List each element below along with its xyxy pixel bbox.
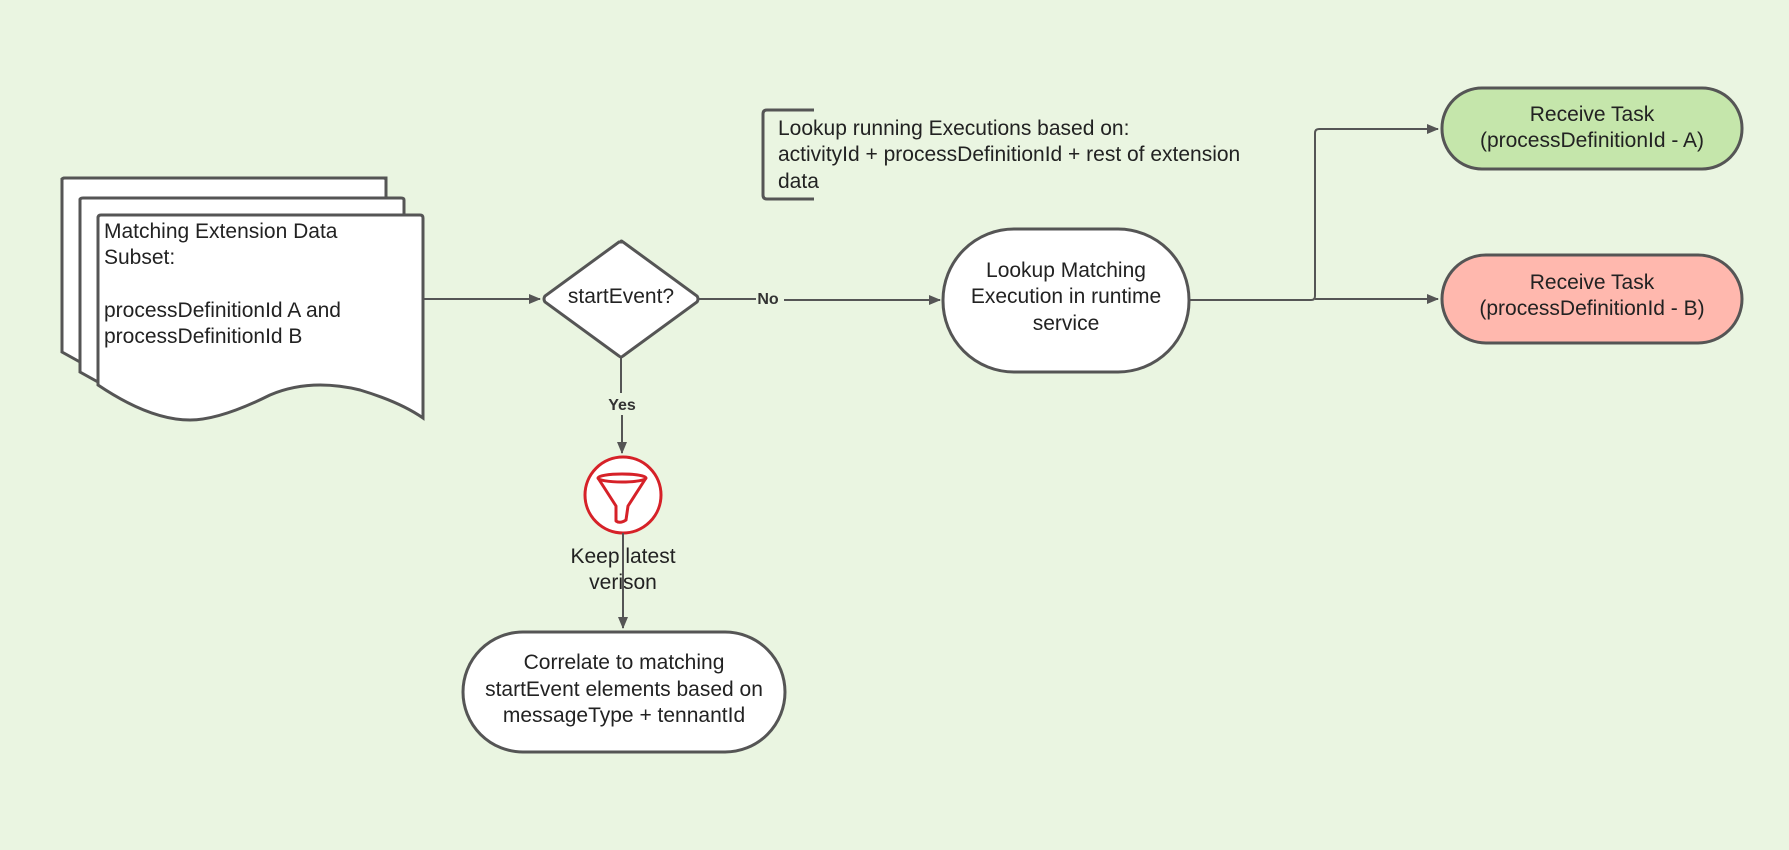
edge-lookup-to-receive-a bbox=[1189, 124, 1439, 301]
correlate-text-line1: Correlate to matching bbox=[524, 651, 725, 674]
decision-label: startEvent? bbox=[568, 285, 674, 308]
annotation-text-line1: Lookup running Executions based on: bbox=[778, 117, 1129, 140]
lookup-text-line2: Execution in runtime bbox=[971, 285, 1161, 308]
lookup-text-line3: service bbox=[1033, 312, 1100, 335]
lookup-node[interactable]: Lookup Matching Execution in runtime ser… bbox=[941, 227, 1191, 374]
correlate-text-line2: startEvent elements based on bbox=[485, 678, 763, 701]
funnel-icon bbox=[596, 472, 648, 524]
lookup-text-line1: Lookup Matching bbox=[986, 259, 1146, 282]
receive-b-text-line1: Receive Task bbox=[1530, 271, 1655, 294]
document-text-line1: Matching Extension Data bbox=[104, 220, 338, 243]
correlate-node[interactable]: Correlate to matching startEvent element… bbox=[461, 630, 787, 754]
receive-b-text-line2: (processDefinitionId - B) bbox=[1479, 297, 1704, 320]
annotation-text-line3: data bbox=[778, 170, 819, 193]
receive-a-text-line2: (processDefinitionId - A) bbox=[1480, 129, 1704, 152]
receive-task-b-node[interactable]: Receive Task (processDefinitionId - B) bbox=[1440, 253, 1744, 345]
annotation-note: Lookup running Executions based on: acti… bbox=[761, 108, 1240, 201]
document-text-line2: Subset: bbox=[104, 246, 175, 269]
document-stack-node[interactable]: Matching Extension Data Subset: processD… bbox=[60, 176, 425, 422]
document-text-line3: processDefinitionId A and bbox=[104, 299, 341, 322]
document-text-line4: processDefinitionId B bbox=[104, 325, 302, 348]
correlate-text-line3: messageType + tennantId bbox=[503, 704, 745, 727]
annotation-text-line2: activityId + processDefinitionId + rest … bbox=[778, 143, 1240, 166]
edge-yes-label: Yes bbox=[608, 397, 636, 414]
receive-a-text-line1: Receive Task bbox=[1530, 103, 1655, 126]
decision-node[interactable]: startEvent? bbox=[542, 239, 700, 359]
edge-no-label: No bbox=[757, 291, 779, 308]
filter-node[interactable]: Keep latest verison bbox=[570, 455, 676, 594]
receive-task-a-node[interactable]: Receive Task (processDefinitionId - A) bbox=[1440, 86, 1744, 171]
